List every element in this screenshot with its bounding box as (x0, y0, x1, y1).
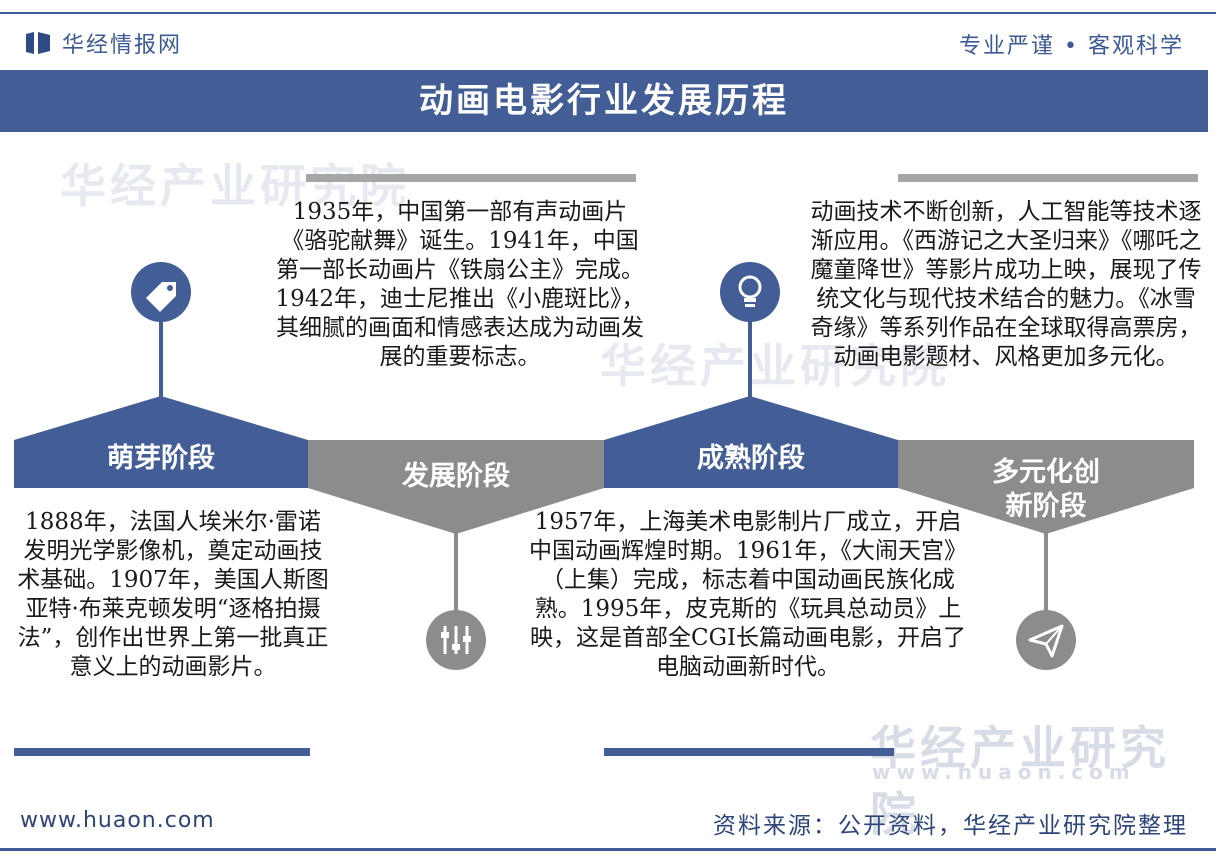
watermark: 华经产业研究院 (60, 159, 410, 213)
brand-name: 华经情报网 (62, 33, 183, 58)
stage-band-1 (14, 440, 308, 488)
stage-text-diversified: 动画技术不断创新，人工智能等技术逐渐应用。《西游记之大圣归来》《哪吒之魔童降世》… (810, 199, 1202, 370)
brand-logo: 华经情报网 (24, 28, 182, 58)
top-rule (0, 12, 1216, 14)
watermark: 华经产业研究院 (600, 339, 950, 393)
stage-band-4 (898, 440, 1194, 488)
stage-text-mature: 1957年，上海美术电影制片厂成立，开启中国动画辉煌时期。1961年，《大闹天宫… (528, 509, 968, 680)
footer-source: 资料来源：公开资料，华经产业研究院整理 (713, 813, 1188, 839)
watermark: 华经产业研究院 (870, 721, 1170, 841)
stage-band-3 (604, 440, 898, 488)
paper-plane-icon (1016, 610, 1076, 670)
slogan: 专业严谨 • 客观科学 (959, 34, 1184, 59)
stage-band-4-valley (898, 488, 1194, 534)
page-title: 动画电影行业发展历程 (419, 81, 789, 121)
title-bar: 动画电影行业发展历程 (0, 70, 1208, 132)
price-tag-icon (131, 262, 191, 322)
text-accent-bar (898, 174, 1198, 182)
stage-band-1-peak (14, 396, 308, 440)
text-accent-bar (604, 748, 894, 756)
stage-text-sprout: 1888年，法国人埃米尔·雷诺发明光学影像机，奠定动画技术基础。1907年，美国… (17, 509, 329, 680)
lightbulb-icon (720, 262, 780, 322)
stage-label-sprout: 萌芽阶段 (107, 443, 215, 474)
stage-label-line-2: 新阶段 (1005, 491, 1087, 522)
stage-label-mature: 成熟阶段 (697, 443, 805, 474)
stage-text-development: 1935年，中国第一部有声动画片《骆驼献舞》诞生。1941年，中国第一部长动画片… (275, 199, 645, 370)
stage-label-diversified: 多元化创 新阶段 (898, 456, 1194, 524)
text-accent-bar (306, 174, 636, 182)
stage-label-development: 发展阶段 (402, 461, 510, 492)
sliders-icon (426, 610, 486, 670)
stage-label-line-1: 多元化创 (992, 457, 1100, 488)
footer-rule (0, 848, 1216, 851)
brand-logo-icon (26, 32, 50, 54)
text-accent-bar (14, 748, 310, 756)
stage-band-2 (308, 440, 604, 488)
footer-url[interactable]: www.huaon.com (20, 808, 215, 833)
stage-band-3-peak (604, 396, 898, 440)
watermark-url: www.huaon.com (872, 760, 1136, 784)
stage-band-2-valley (308, 488, 604, 534)
